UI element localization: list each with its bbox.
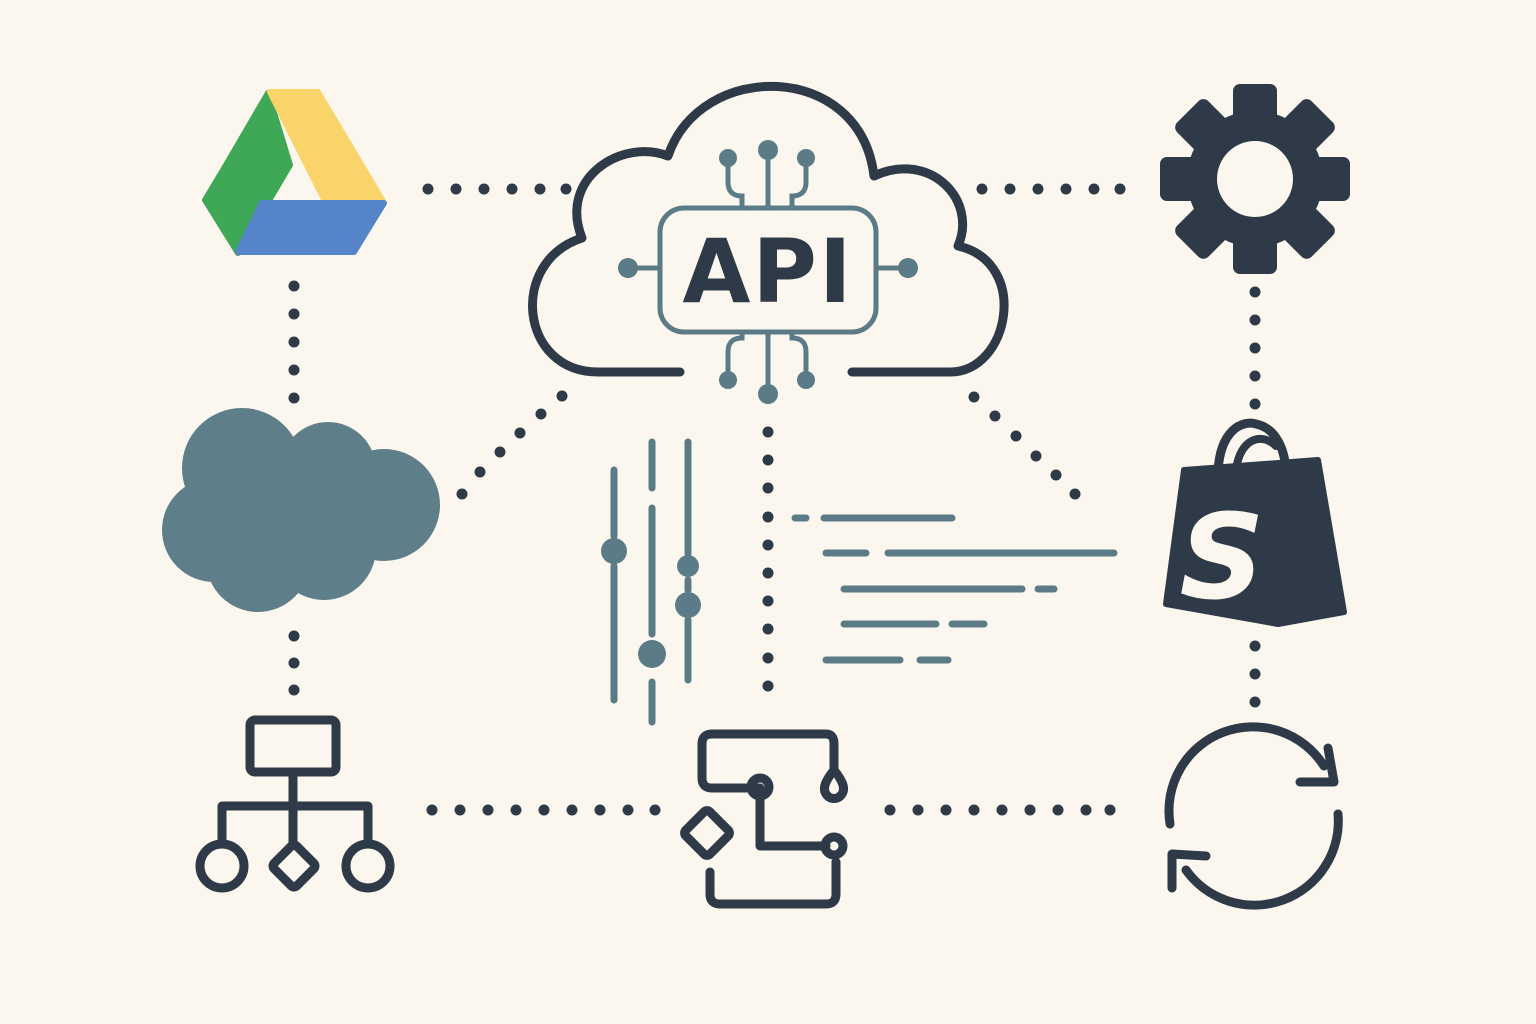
connector-api-shopify (968, 391, 1081, 500)
sliders-icon (610, 438, 692, 726)
connector-api-center (762, 426, 774, 692)
code-lines-icon (791, 514, 1118, 664)
connectors (288, 183, 1261, 816)
connector-org-workflow (426, 804, 661, 816)
connector-api-cloud (456, 390, 568, 500)
google-drive-logo (202, 89, 387, 256)
hierarchy-icon (195, 715, 395, 893)
connector-gear-shopify (1249, 286, 1261, 410)
api-label: API (682, 220, 853, 323)
api-chip-pins (618, 140, 918, 404)
connector-shopify-sync (1249, 640, 1261, 708)
api-cloud-outline (528, 82, 1009, 377)
connector-api-gear (976, 183, 1126, 195)
connector-drive-api (422, 183, 572, 195)
api-cloud-hub: API (528, 82, 1009, 404)
cloud-icon (162, 408, 440, 612)
shopify-letter: S (1180, 488, 1265, 626)
workflow-icon (680, 729, 849, 909)
gear-icon (1160, 84, 1350, 274)
connector-cloud-org (288, 630, 300, 696)
connector-workflow-sync (884, 804, 1116, 816)
shopify-bag-icon: S (1163, 418, 1347, 627)
slider-knobs (601, 538, 701, 668)
connector-drive-cloud (288, 280, 300, 404)
sync-icon (1164, 722, 1343, 910)
